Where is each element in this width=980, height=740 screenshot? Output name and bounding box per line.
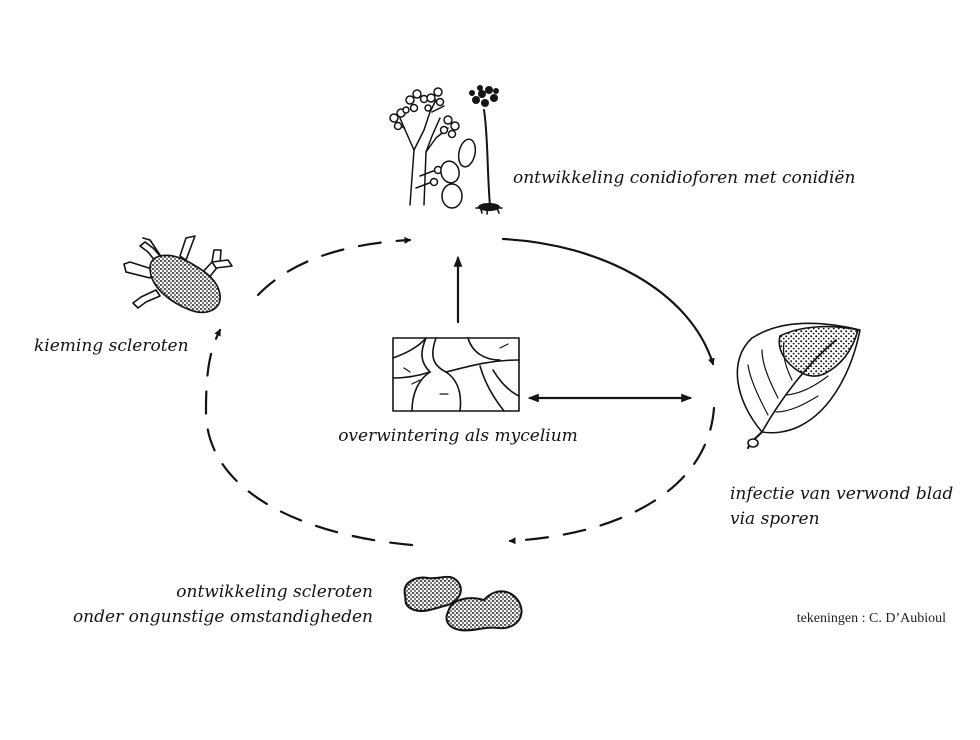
arrow-germination-to-conidia (256, 236, 412, 297)
label-germination: kieming scleroten (34, 336, 189, 356)
cycle-arrows (204, 236, 716, 547)
credit-text: tekeningen : C. D’Aubioul (797, 611, 946, 626)
label-overwintering: overwintering als mycelium (338, 426, 578, 446)
label-sclerotia-dev-2: onder ongunstige omstandigheden (73, 607, 373, 627)
arrow-sclerotia-to-germination (204, 328, 414, 547)
conidiophore-tree-icon (389, 87, 460, 206)
germinating-sclerotium-icon (123, 235, 233, 314)
arrow-leaf-to-sclerotia (508, 406, 716, 545)
label-sclerotia-dev-1: ontwikkeling scleroten (176, 582, 373, 602)
arrow-conidia-to-leaf (501, 237, 715, 366)
label-leaf-infection-2: via sporen (730, 509, 820, 529)
conidium-spore-icon (440, 138, 477, 209)
mycelium-icon (392, 337, 520, 412)
conidiophore-thin-icon (469, 85, 503, 215)
sclerotia-icon (403, 575, 523, 632)
label-conidiophores: ontwikkeling conidioforen met conidiën (513, 168, 855, 188)
label-leaf-infection-1: infectie van verwond blad (730, 484, 953, 504)
leaf-icon (736, 322, 861, 449)
